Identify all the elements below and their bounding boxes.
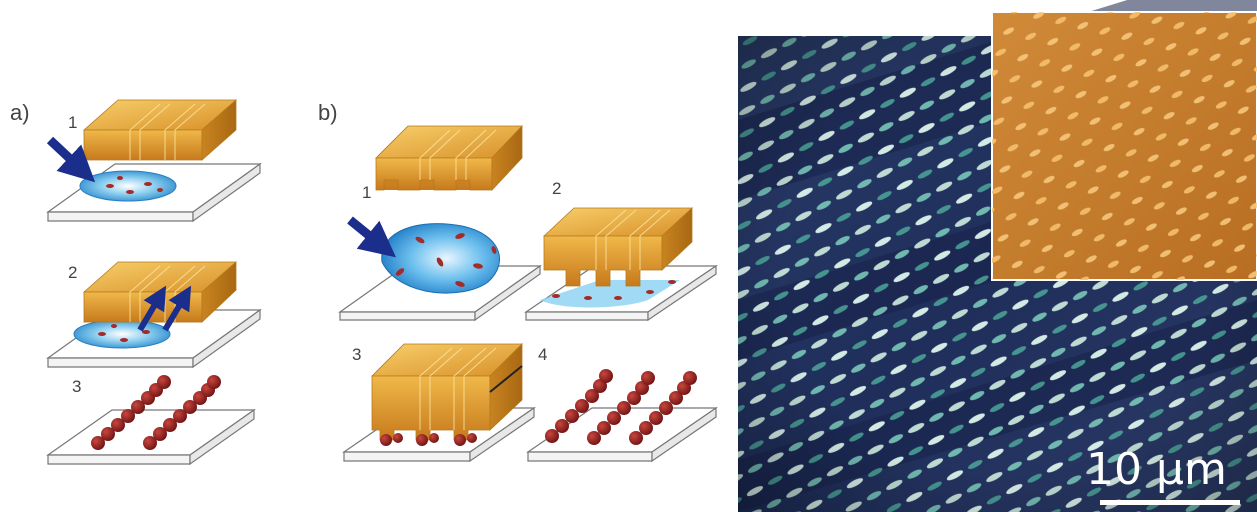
particle-line — [545, 369, 613, 443]
particle-line — [91, 375, 171, 450]
injection-arrow-icon — [46, 136, 96, 183]
panel-a-step-1-label: 1 — [68, 113, 77, 132]
panel-a-step-3-label: 3 — [72, 377, 81, 396]
panel-a-step-2: 2 — [46, 261, 262, 369]
pdms-stamp — [371, 343, 523, 441]
panel-b-step-3: 3 — [342, 343, 536, 463]
particle-line — [629, 371, 697, 445]
scale-bar-label: 10 µm — [1086, 444, 1227, 495]
solution-droplet — [79, 170, 177, 202]
panel-b-step-4: 4 — [526, 345, 718, 463]
injection-arrow-icon — [347, 216, 396, 258]
afm-inset — [991, 11, 1257, 281]
panel-b-step-3-label: 3 — [352, 345, 361, 364]
panel-b-step-2: 2 — [524, 179, 718, 322]
solution-droplet — [381, 223, 500, 294]
pdms-stamp — [542, 207, 694, 287]
panel-a: a) 1 — [10, 99, 262, 466]
particles — [106, 176, 163, 194]
panel-a-label: a) — [10, 100, 30, 125]
panel-b-step-1: 1 — [338, 124, 542, 322]
optical-micrograph: 10 µm — [738, 0, 1257, 512]
particle-line — [587, 371, 655, 445]
pdms-stamp — [82, 99, 238, 161]
panel-a-step-2-label: 2 — [68, 263, 77, 282]
panel-a-step-3: 3 — [46, 375, 256, 466]
evaporation-arrow-icon — [137, 285, 167, 332]
panel-a-step-1: 1 — [46, 99, 262, 223]
panel-b-label: b) — [318, 100, 338, 125]
panel-b-step-2-label: 2 — [552, 179, 561, 198]
particle-line — [143, 375, 221, 450]
panel-b-step-4-label: 4 — [538, 345, 547, 364]
evaporation-arrow-icon — [162, 285, 192, 332]
scale-bar: 10 µm — [1086, 444, 1240, 505]
panel-b: b) 1 — [318, 100, 718, 463]
pdms-stamp — [375, 124, 523, 192]
panel-b-step-1-label: 1 — [362, 183, 371, 202]
